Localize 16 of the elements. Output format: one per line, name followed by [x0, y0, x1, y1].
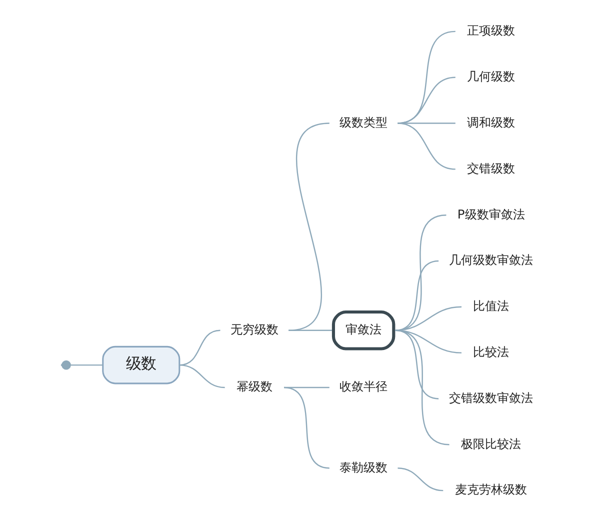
node-text: 比值法 — [473, 298, 510, 313]
node-text: 几何级数 — [467, 69, 516, 84]
node-text: 比较法 — [473, 344, 510, 358]
node-text: 几何级数审敛法 — [449, 252, 534, 267]
node-text: P级数审敛法 — [457, 206, 525, 221]
node-text: 麦克劳林级数 — [455, 482, 528, 496]
node-text: 级数类型 — [340, 114, 388, 129]
node-text: 幂级数 — [236, 379, 272, 394]
node-text: 交错级数审敛法 — [449, 390, 534, 404]
node-text: 泰勒级数 — [340, 460, 388, 474]
node-text: 无穷级数 — [230, 322, 278, 336]
node-text: 收敛半径 — [340, 379, 388, 394]
node-text: 正项级数 — [467, 23, 516, 38]
node-text: 调和级数 — [467, 114, 516, 129]
node-text: 交错级数 — [467, 160, 516, 175]
node-text: 极限比较法 — [461, 436, 522, 450]
